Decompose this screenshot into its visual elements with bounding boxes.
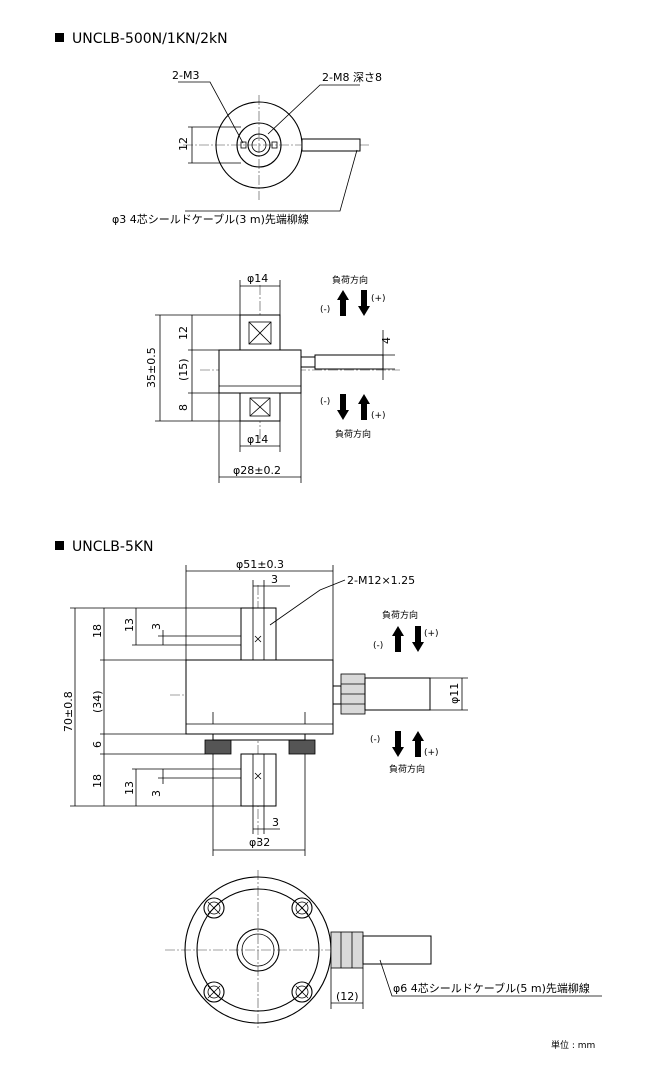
s1-label-m3: 2-M3 [172, 69, 199, 82]
section2-title: UNCLB-5KN [72, 539, 154, 555]
s2-dim-6: 6 [91, 741, 104, 748]
s2-load-bottom-plus: (+) [424, 748, 439, 758]
arrow-up-icon [358, 394, 370, 420]
s1-dim-15: (15) [177, 358, 190, 381]
s1-load-top-label: 負荷方向 [332, 274, 368, 286]
s1-dim-8: 8 [177, 404, 190, 411]
s1-dim-35: 35±0.5 [145, 347, 158, 388]
s2-dim-3-left-top: 3 [150, 623, 163, 630]
s2-label-m12: 2-M12×1.25 [347, 574, 415, 587]
s1-dim-4: 4 [380, 337, 393, 344]
s2-dim-3-bottom: 3 [272, 816, 279, 829]
s2-dim-12-bottom: (12) [336, 990, 359, 1003]
arrow-down-icon [412, 626, 424, 652]
s2-bottom-view [165, 870, 602, 1030]
section1-title: UNCLB-500N/1KN/2kN [72, 31, 228, 47]
s2-load-top-label: 負荷方向 [382, 609, 418, 621]
arrow-down-icon [337, 394, 349, 420]
s2-dim-34: (34) [91, 690, 104, 713]
arrow-down-icon [358, 290, 370, 316]
s1-dim-phi28: φ28±0.2 [233, 464, 281, 477]
s2-load-bottom-label: 負荷方向 [389, 763, 425, 775]
s2-load-top-minus: (-) [373, 641, 383, 651]
s2-dim-70: 70±0.8 [62, 691, 75, 732]
arrow-up-icon [412, 731, 424, 757]
arrow-down-icon [392, 731, 404, 757]
s1-cable-note: φ3 4芯シールドケーブル(3 m)先端柳線 [112, 212, 309, 226]
unit-label: 単位 : mm [551, 1039, 595, 1051]
s2-cable-note: φ6 4芯シールドケーブル(5 m)先端柳線 [393, 981, 590, 995]
s1-load-bottom-minus: (-) [320, 397, 330, 407]
section-bullet-2 [55, 541, 64, 550]
s1-load-bottom-label: 負荷方向 [335, 428, 371, 440]
section-bullet-1 [55, 33, 64, 42]
s1-load-top-plus: (+) [371, 294, 386, 304]
s2-dim-3-left-bottom: 3 [150, 790, 163, 797]
s2-dim-18-bottom: 18 [91, 774, 104, 788]
s2-dim-13-bottom: 13 [123, 781, 136, 795]
s1-load-top-minus: (-) [320, 305, 330, 315]
s1-label-m8: 2-M8 深さ8 [322, 71, 382, 84]
s1-dim-12-top: 12 [177, 137, 190, 151]
s1-dim-phi14-bottom: φ14 [247, 433, 268, 446]
s2-dim-phi51: φ51±0.3 [236, 558, 284, 571]
s2-dim-18-top: 18 [91, 624, 104, 638]
s2-load-top-plus: (+) [424, 629, 439, 639]
s2-dim-phi32: φ32 [249, 836, 270, 849]
s2-load-bottom-minus: (-) [370, 735, 380, 745]
s2-dim-13-top: 13 [123, 618, 136, 632]
s1-load-bottom-plus: (+) [371, 411, 386, 421]
s1-dim-phi14-top: φ14 [247, 272, 268, 285]
s2-dim-phi11: φ11 [448, 683, 461, 704]
s2-side-view [70, 565, 468, 856]
s2-dim-3-top: 3 [271, 573, 278, 586]
arrow-up-icon [392, 626, 404, 652]
s1-top-view [178, 81, 370, 212]
s1-dim-12-side: 12 [177, 326, 190, 340]
arrow-up-icon [337, 290, 349, 316]
s1-side-view [155, 280, 400, 483]
